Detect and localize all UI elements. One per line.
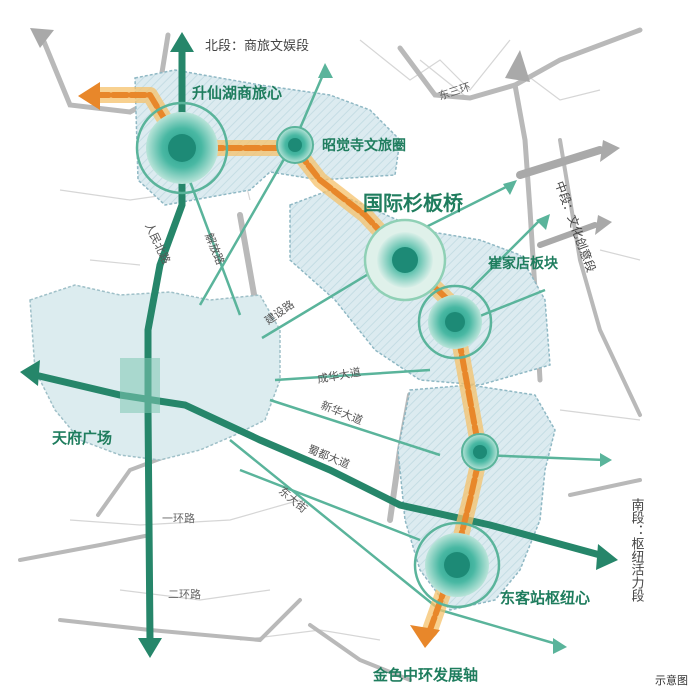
dongkezhan-label: 东客站枢纽心: [500, 589, 590, 607]
jiefanglu-label: 解放路: [202, 231, 227, 267]
tianfu-square-marker: [120, 358, 160, 413]
shanbanqiao-label: 国际杉板桥: [363, 191, 464, 215]
teal-secondary-arrowheads: [318, 63, 612, 654]
node-shanbanqiao: [363, 218, 447, 302]
north-section-label: 北段：商旅文娱段: [205, 39, 309, 54]
zhaojuesi-label: 昭觉寺文旅圈: [322, 137, 406, 154]
golden-arrowheads: [78, 82, 440, 648]
node-xinhua: [461, 433, 499, 471]
teal-main-arrowheads: [20, 32, 618, 658]
node-shengxianhu: [135, 101, 229, 195]
south-section-label: 南段：枢纽活力段: [629, 497, 645, 602]
grey-arrowheads: [30, 28, 620, 235]
erhuanlu-label: 二环路: [168, 588, 201, 601]
map-caption: 示意图: [655, 673, 688, 687]
yihuanlu-label: 一环路: [162, 512, 195, 525]
axis-label: 金色中环发展轴: [372, 666, 478, 684]
node-dongkezhan: [413, 521, 501, 609]
shengxianhu-label: 升仙湖商旅心: [192, 84, 282, 102]
tianfu-label: 天府广场: [52, 429, 112, 447]
south-section-text: 南段：枢纽活力段: [629, 497, 645, 602]
teal-secondary-lines: [183, 69, 606, 647]
node-zhaojuesi: [276, 126, 314, 164]
chenghuadadao-label: 成华大道: [316, 365, 362, 386]
node-cuijiadian: [417, 284, 493, 360]
cuijiadian-label: 崔家店板块: [488, 255, 559, 272]
